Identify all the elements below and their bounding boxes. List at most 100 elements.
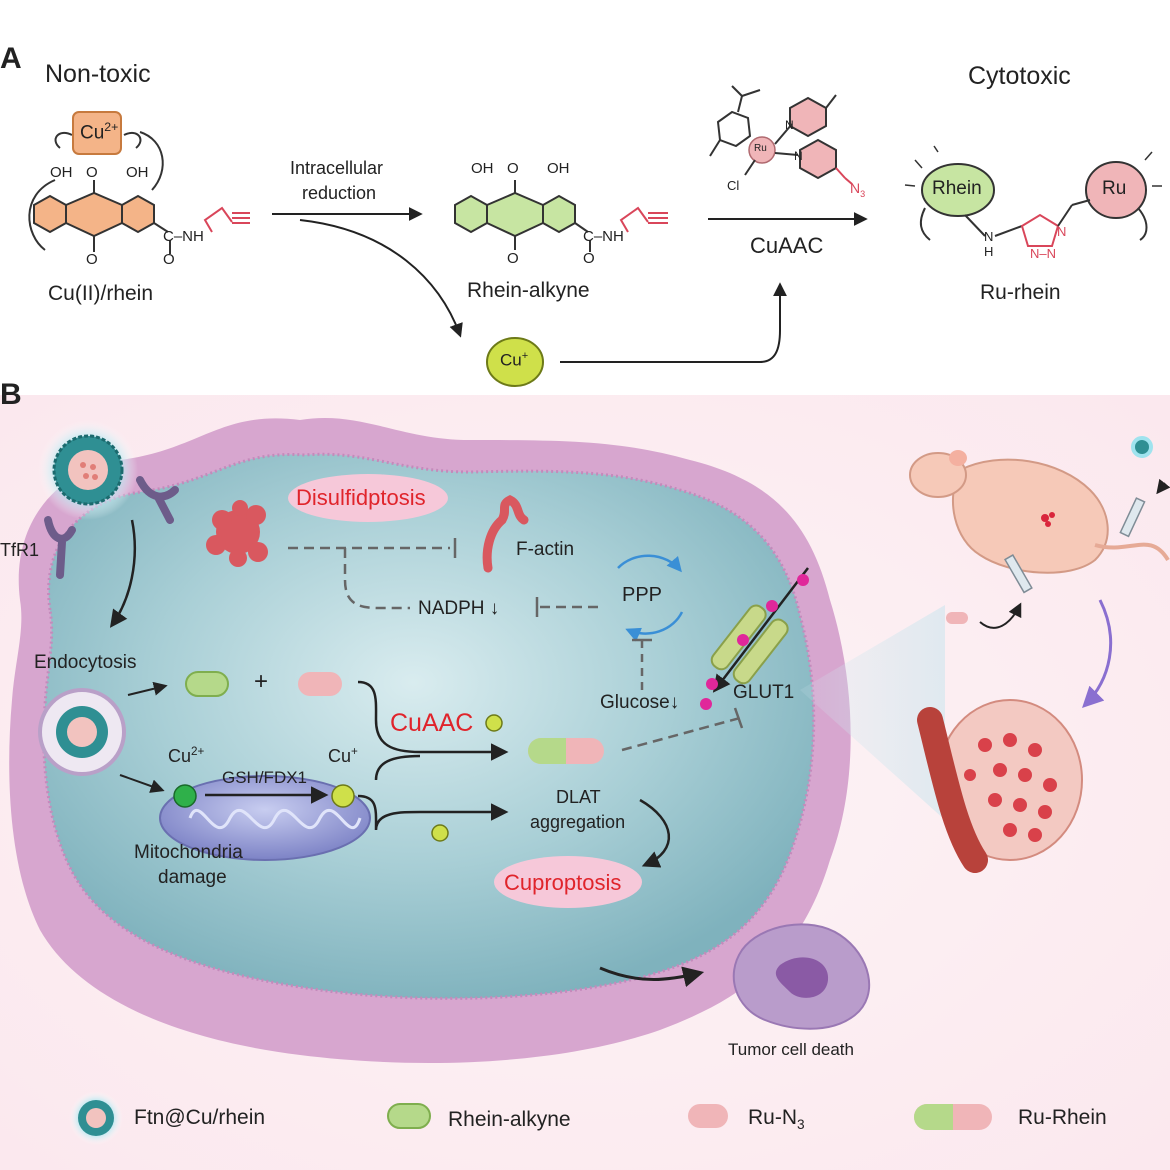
legend-ru-n3-icon <box>688 1104 728 1128</box>
o-bottom-1: O <box>86 251 98 268</box>
zoom-beam <box>800 605 945 820</box>
disulfidptosis-label: Disulfidptosis <box>296 485 426 510</box>
cu2-box-label: Cu2+ <box>80 120 119 144</box>
c-nh-2: C–NH <box>583 228 624 245</box>
h-amine-label: H <box>984 244 994 259</box>
rhein-alkyne-molecule <box>454 180 668 252</box>
disulfidptosis-oval <box>288 474 448 522</box>
cu2-label-b: Cu2+ <box>168 745 205 766</box>
dlat-label-2: aggregation <box>530 812 626 832</box>
tumor-tissue <box>917 699 1083 873</box>
reduction-to-cu-arrow <box>299 219 463 338</box>
legend-ftn-icon <box>69 1091 123 1145</box>
ftn-small-icon <box>1131 436 1153 458</box>
ru-n3-capsule <box>298 672 342 696</box>
tumor-cell <box>9 417 851 1063</box>
syringe-body <box>1004 554 1033 594</box>
cuproptosis-oval <box>494 856 642 908</box>
f-actin-filament <box>482 494 529 573</box>
legend-ftn-label: Ftn@Cu/rhein <box>134 1106 266 1129</box>
rhein-bubble <box>921 163 995 217</box>
n-label-1: N <box>785 118 794 132</box>
oh-left-2: OH <box>471 160 494 177</box>
legend-rhein-alkyne-icon <box>387 1103 431 1129</box>
cytotoxic-label: Cytotoxic <box>968 62 1071 90</box>
mitochondria-label-1: Mitochondria <box>134 842 243 863</box>
n-label-2: N <box>794 149 803 163</box>
endocytosis-arrow <box>109 519 136 628</box>
glut1-label: GLUT1 <box>733 682 795 703</box>
ru-bubble <box>1085 161 1147 219</box>
o-amide-2: O <box>583 250 595 267</box>
tfr1-receptor-left <box>44 516 76 579</box>
triazole-nn-label: N–N <box>1030 246 1057 261</box>
o-top-1: O <box>86 164 98 181</box>
ru-atom-label: Ru <box>754 143 767 154</box>
ru-azide-complex <box>709 85 853 185</box>
f-actin-label: F-actin <box>516 539 575 560</box>
cu2-box <box>72 111 122 155</box>
oh-right-1: OH <box>126 164 149 181</box>
n3-label: N3 <box>850 180 866 199</box>
cu2-dot <box>173 784 197 808</box>
cu-to-cuaac-arrow <box>560 282 787 363</box>
free-cu-dot <box>431 824 449 842</box>
gsh-fdx1-label: GSH/FDX1 <box>222 768 308 787</box>
legend-ru-n3-label: Ru-N3 <box>748 1106 805 1133</box>
o-bottom-2: O <box>507 250 519 267</box>
rhein-alkyne-capsule <box>185 671 229 697</box>
cu-plus-circle <box>486 337 544 387</box>
cu-plus-label-b: Cu+ <box>328 745 358 766</box>
endocytosis-label: Endocytosis <box>34 652 137 673</box>
cu-plus-label-a: Cu+ <box>500 350 529 370</box>
rhein-alkyne-label: Rhein-alkyne <box>467 279 590 302</box>
glucose-label: Glucose↓ <box>600 692 680 713</box>
rhein-bubble-label: Rhein <box>932 178 982 199</box>
cuaac-label-a: CuAAC <box>750 233 824 258</box>
n-amine-label: N <box>984 229 994 244</box>
ppp-label: PPP <box>622 584 663 606</box>
ru-bubble-label: Ru <box>1102 178 1127 199</box>
ru-rhein-molecule <box>904 145 1162 247</box>
ru-n3-small-icon <box>946 612 968 624</box>
cu-catalyst-dot <box>485 714 503 732</box>
o-top-2: O <box>507 160 519 177</box>
cl-label: Cl <box>727 178 740 193</box>
endosome <box>38 688 126 776</box>
cu-rhein-molecule <box>28 111 250 254</box>
legend-rhein-alkyne-label: Rhein-alkyne <box>448 1108 571 1131</box>
dlat-label-1: DLAT <box>556 787 601 807</box>
panel-a-label: A <box>0 42 22 75</box>
dead-tumor-cell <box>732 923 871 1030</box>
legend-ru-rhein-icon <box>914 1104 992 1130</box>
cuaac-reaction-arrow <box>357 680 509 761</box>
dlat-arrow <box>357 794 509 831</box>
c-nh-1: C–NH <box>163 228 204 245</box>
oh-right-2: OH <box>547 160 570 177</box>
ru-rhein-capsule <box>528 738 604 764</box>
tumor-death-label: Tumor cell death <box>728 1040 854 1059</box>
legend-ru-rhein-label: Ru-Rhein <box>1018 1106 1107 1129</box>
cell-interior <box>42 452 816 1000</box>
tfr1-label: TfR1 <box>0 540 40 560</box>
mitochondria-label-2: damage <box>158 867 227 888</box>
reduction-label-2: reduction <box>302 183 377 203</box>
cuaac-label-b: CuAAC <box>390 709 474 737</box>
ppp-cycle <box>617 554 684 642</box>
panel-b-label: B <box>0 378 22 411</box>
ftn-nanoparticle <box>38 420 138 520</box>
cu-plus-dot <box>331 784 355 808</box>
plus-sign: + <box>254 668 269 695</box>
triazole-n-label: N <box>1057 224 1067 239</box>
ru-rhein-label: Ru-rhein <box>980 281 1061 304</box>
nadph-dashed-link <box>343 548 410 610</box>
aggregated-actin <box>206 500 268 567</box>
tfr1-receptor-top <box>136 476 179 524</box>
mouse-illustration <box>909 450 1170 574</box>
cuproptosis-label: Cuproptosis <box>504 870 622 895</box>
non-toxic-label: Non-toxic <box>45 60 151 88</box>
cu-rhein-label: Cu(II)/rhein <box>48 282 154 305</box>
reduction-label-1: Intracellular <box>290 158 384 178</box>
glut1-transporter <box>700 567 809 710</box>
